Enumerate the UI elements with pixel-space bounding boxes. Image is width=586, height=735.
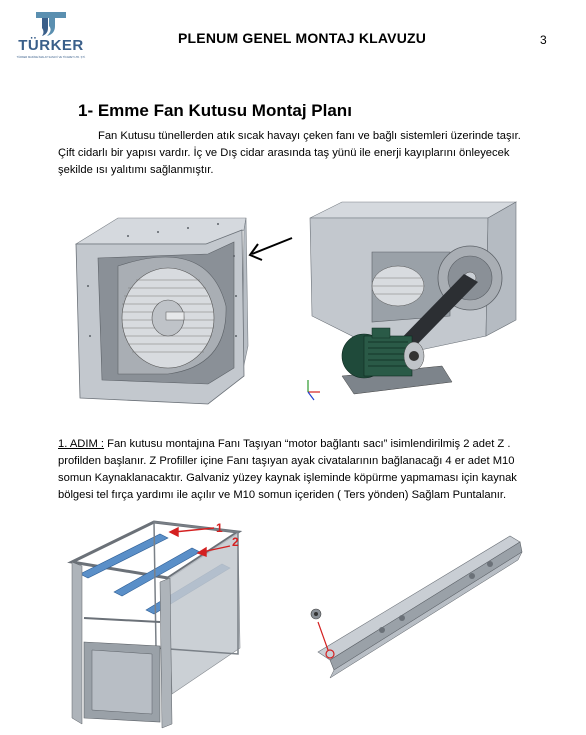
logo-subtext: TÜRKER MAKİNE İMALAT SANAYİ VE TİCARET L… [17,54,86,59]
z-profile-nut-figure [290,520,534,720]
fan-box-motor-figure [302,196,538,408]
logo-mark-icon [36,12,66,36]
frame-z-profile-figure: 1 2 [62,518,288,730]
section-heading: 1- Emme Fan Kutusu Montaj Planı [78,101,352,120]
document-title: PLENUM GENEL MONTAJ KLAVUZU [178,30,427,46]
axis-triad-icon [307,380,320,401]
step-1-line: 1. ADIM : Fan kutusu montajına Fanı Taşı… [58,438,511,450]
callout-arrows [168,526,231,558]
pointer-arrow-icon [248,237,293,261]
fan-box-front-figure [58,196,300,412]
intro-line: Fan Kutusu tünellerden atık sıcak havayı… [98,130,521,142]
callout-1-label: 1 [216,521,223,535]
step-1-line: bölgesi tel fırça yardımı ile açılır ve … [58,489,507,501]
step-1-paragraph: 1. ADIM : Fan kutusu montajına Fanı Taşı… [58,436,568,504]
step-1-label: 1. ADIM : [58,438,105,450]
intro-paragraph: Fan Kutusu tünellerden atık sıcak havayı… [58,128,558,179]
step-1-line: profilden başlanır. Z Profiller içine Fa… [58,455,515,467]
intro-line: şekilde ısı yalıtımı sağlanmıştır. [58,164,214,176]
callout-2-label: 2 [232,535,239,549]
logo-wordmark: TÜRKER [18,37,84,54]
intro-line: Çift cidarlı bir yapısı vardır. İç ve Dı… [58,147,510,159]
page-number: 3 [540,33,547,47]
step-1-line: somun Kaynaklanacaktır. Galvaniz yüzey k… [58,472,517,484]
turker-logo: TÜRKER TÜRKER MAKİNE İMALAT SANAYİ VE Tİ… [8,10,94,62]
